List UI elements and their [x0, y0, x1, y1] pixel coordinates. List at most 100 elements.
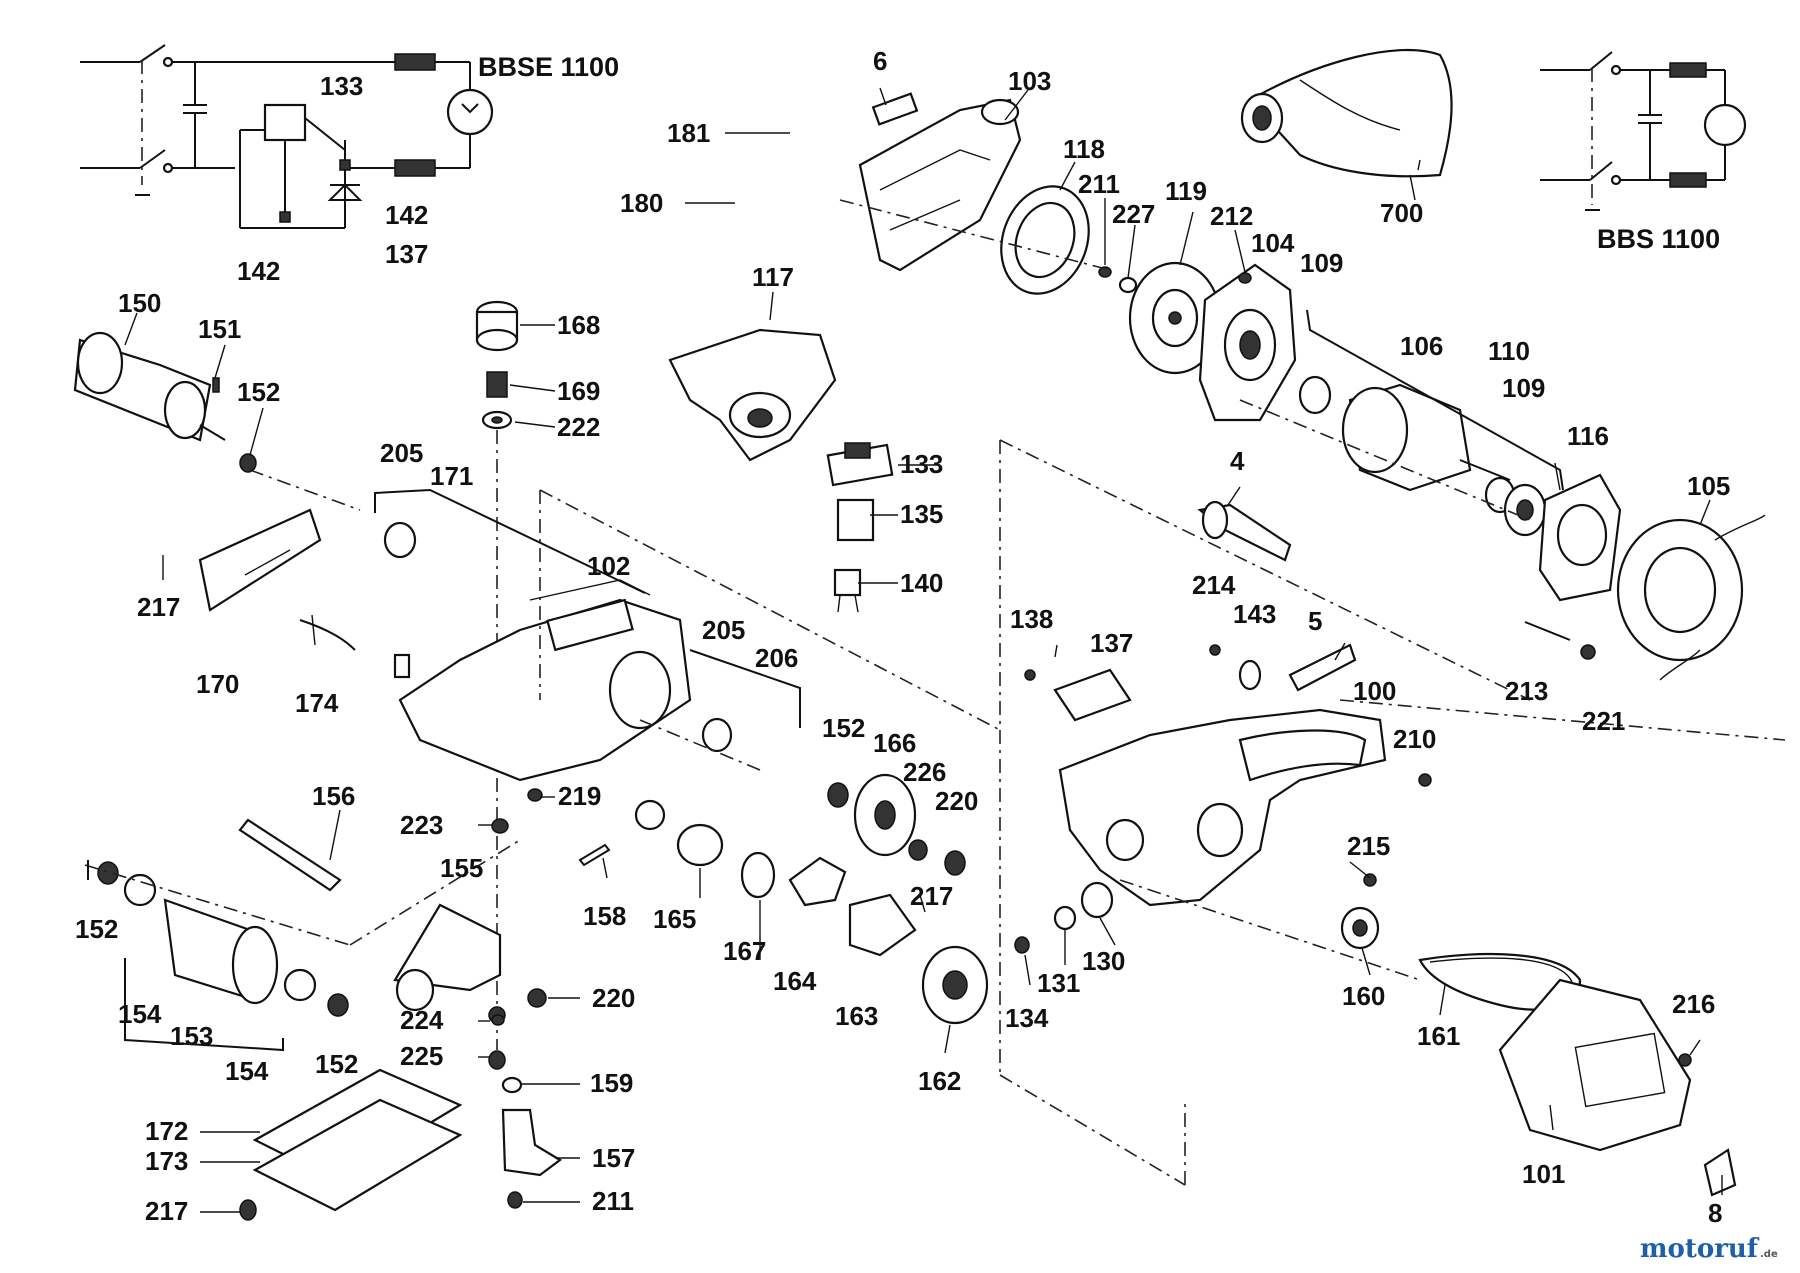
label-220a: 220 — [935, 786, 978, 816]
label-154a: 154 — [118, 999, 162, 1029]
part-labels: 6 103 181 118 180 211 227 119 212 104 10… — [75, 46, 1730, 1228]
roller-153 — [97, 861, 349, 1017]
label-4: 4 — [1230, 446, 1245, 476]
label-104: 104 — [1251, 228, 1295, 258]
parts-5-143 — [1209, 643, 1357, 692]
label-130: 130 — [1082, 946, 1125, 976]
switch-137 — [1024, 668, 1132, 722]
label-221: 221 — [1582, 706, 1625, 736]
dust-bag-700 — [1240, 48, 1453, 201]
label-116: 116 — [1567, 421, 1609, 451]
small-parts-left — [491, 788, 547, 1026]
label-100: 100 — [1353, 676, 1396, 706]
bearing-plate-104 — [1198, 263, 1297, 422]
bushing-205 — [701, 717, 733, 753]
shaft-156 — [238, 818, 611, 1012]
label-226: 226 — [903, 757, 946, 787]
label-156: 156 — [312, 781, 355, 811]
circuit-bbs — [1540, 51, 1747, 211]
label-159: 159 — [590, 1068, 633, 1098]
label-154b: 154 — [225, 1056, 269, 1086]
label-101: 101 — [1522, 1159, 1565, 1189]
gear-train — [634, 773, 989, 1025]
label-217a: 217 — [137, 592, 180, 622]
label-205a: 205 — [380, 438, 423, 468]
label-206: 206 — [755, 643, 798, 673]
label-137a: 137 — [385, 239, 428, 269]
label-210: 210 — [1393, 724, 1436, 754]
label-105: 105 — [1687, 471, 1730, 501]
label-162: 162 — [918, 1066, 961, 1096]
label-137b: 137 — [1090, 628, 1133, 658]
label-6: 6 — [873, 46, 887, 76]
label-217b: 217 — [910, 881, 953, 911]
label-142a: 142 — [385, 200, 428, 230]
label-155: 155 — [440, 853, 483, 883]
label-152c: 152 — [75, 914, 118, 944]
label-8 — [1703, 1148, 1737, 1197]
label-158: 158 — [583, 901, 626, 931]
label-160: 160 — [1342, 981, 1385, 1011]
label-700: 700 — [1380, 198, 1423, 228]
label-109b: 109 — [1502, 373, 1545, 403]
pin-151 — [212, 377, 220, 393]
label-142b: 142 — [237, 256, 280, 286]
label-172: 172 — [145, 1116, 188, 1146]
label-205b: 205 — [702, 615, 745, 645]
label-8: 8 — [1708, 1198, 1722, 1228]
label-5: 5 — [1308, 606, 1322, 636]
leader-lines — [124, 87, 1723, 1213]
pulley-160 — [1340, 906, 1380, 950]
label-212: 212 — [1210, 201, 1253, 231]
label-134: 134 — [1005, 1003, 1049, 1033]
label-157: 157 — [592, 1143, 635, 1173]
label-164: 164 — [773, 966, 817, 996]
watermark-suffix: .de — [1760, 1249, 1778, 1260]
fan-119 — [1128, 261, 1222, 375]
label-217c: 217 — [145, 1196, 188, 1226]
label-181: 181 — [667, 118, 710, 148]
ring-118 — [1000, 185, 1090, 295]
label-138: 138 — [1010, 604, 1053, 634]
cover-117 — [668, 328, 837, 462]
label-168: 168 — [557, 310, 600, 340]
armature-106 — [1298, 375, 1547, 537]
label-223: 223 — [400, 810, 443, 840]
label-143: 143 — [1233, 599, 1276, 629]
watermark-logo: motoruf.de — [1640, 1234, 1778, 1264]
label-135: 135 — [900, 499, 943, 529]
label-109a: 109 — [1300, 248, 1343, 278]
label-169: 169 — [557, 376, 600, 406]
label-150: 150 — [118, 288, 161, 318]
label-119: 119 — [1165, 176, 1207, 206]
label-110: 110 — [1488, 336, 1530, 366]
label-170: 170 — [196, 669, 239, 699]
label-211b: 211 — [592, 1186, 634, 1216]
label-211a: 211 — [1078, 169, 1120, 199]
label-133b: 133 — [900, 449, 943, 479]
bracket-157 — [488, 1006, 562, 1209]
label-140: 140 — [900, 568, 943, 598]
frame-102 — [383, 521, 692, 782]
label-152b: 152 — [822, 713, 865, 743]
label-225: 225 — [400, 1041, 443, 1071]
title-bbse: BBSE 1100 — [478, 52, 619, 82]
cover-101 — [1498, 978, 1692, 1152]
label-151: 151 — [198, 314, 241, 344]
label-152d: 152 — [315, 1049, 358, 1079]
plate-170 — [198, 508, 356, 651]
label-118: 118 — [1063, 134, 1105, 164]
label-161: 161 — [1417, 1021, 1460, 1051]
label-165: 165 — [653, 904, 696, 934]
label-213: 213 — [1505, 676, 1548, 706]
label-227: 227 — [1112, 199, 1155, 229]
housing-100 — [1058, 708, 1387, 907]
washer-152a — [239, 453, 257, 473]
electronics — [826, 442, 894, 613]
label-152a: 152 — [237, 377, 280, 407]
label-216: 216 — [1672, 989, 1715, 1019]
label-222: 222 — [557, 412, 600, 442]
label-133a: 133 — [320, 71, 363, 101]
centerlines — [84, 199, 1786, 1186]
